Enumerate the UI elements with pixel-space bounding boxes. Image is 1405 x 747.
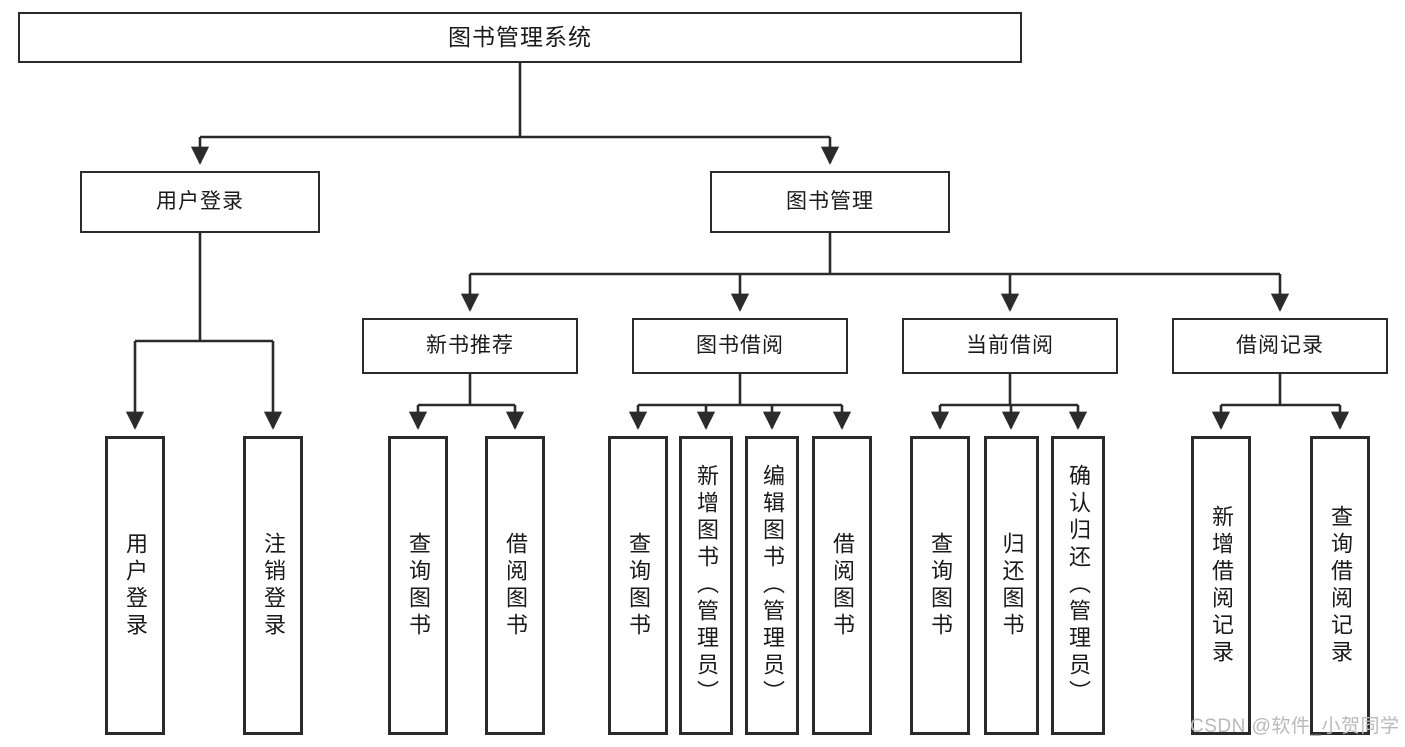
node-leaf-query-book-1[interactable]: 查询图书: [388, 436, 448, 735]
node-leaf-add-record[interactable]: 新增借阅记录: [1191, 436, 1251, 735]
node-borrow-record-label: 借阅记录: [1236, 333, 1324, 357]
node-book-borrow[interactable]: 图书借阅: [632, 318, 848, 374]
node-borrow-record[interactable]: 借阅记录: [1172, 318, 1388, 374]
node-leaf-query-book-2-label: 查询图书: [626, 531, 651, 640]
node-new-book-rec[interactable]: 新书推荐: [362, 318, 578, 374]
node-book-manage[interactable]: 图书管理: [710, 171, 950, 233]
node-leaf-return-book-label: 归还图书: [999, 531, 1025, 640]
node-leaf-borrow-book-1-label: 借阅图书: [503, 531, 528, 640]
node-leaf-add-record-label: 新增借阅记录: [1209, 504, 1234, 667]
node-leaf-logout-label: 注销登录: [261, 531, 286, 640]
node-leaf-add-book-label: 新增图书（管理员）: [694, 464, 719, 707]
node-new-book-rec-label: 新书推荐: [426, 333, 514, 357]
node-user-login[interactable]: 用户登录: [80, 171, 320, 233]
node-current-borrow[interactable]: 当前借阅: [902, 318, 1118, 374]
node-leaf-query-book-2[interactable]: 查询图书: [608, 436, 668, 735]
node-leaf-logout[interactable]: 注销登录: [243, 436, 303, 735]
node-current-borrow-label: 当前借阅: [966, 333, 1054, 357]
node-leaf-user-login-label: 用户登录: [123, 531, 148, 640]
node-book-manage-label: 图书管理: [786, 189, 874, 213]
node-leaf-borrow-book-1[interactable]: 借阅图书: [485, 436, 545, 735]
node-leaf-confirm-return[interactable]: 确认归还（管理员）: [1051, 436, 1105, 735]
node-leaf-query-book-1-label: 查询图书: [406, 531, 431, 640]
node-leaf-query-book-3-label: 查询图书: [928, 531, 953, 640]
node-leaf-return-book[interactable]: 归还图书: [984, 436, 1039, 735]
node-user-login-label: 用户登录: [156, 189, 244, 213]
watermark-text: CSDN @软件_小贺同学: [1190, 716, 1400, 737]
node-leaf-user-login[interactable]: 用户登录: [105, 436, 165, 735]
node-book-borrow-label: 图书借阅: [696, 333, 784, 357]
node-leaf-borrow-book-2-label: 借阅图书: [830, 531, 855, 640]
node-leaf-add-book[interactable]: 新增图书（管理员）: [679, 436, 733, 735]
node-leaf-query-book-3[interactable]: 查询图书: [910, 436, 970, 735]
node-leaf-query-record[interactable]: 查询借阅记录: [1310, 436, 1370, 735]
node-root[interactable]: 图书管理系统: [18, 12, 1022, 63]
node-leaf-edit-book[interactable]: 编辑图书（管理员）: [745, 436, 799, 735]
node-leaf-borrow-book-2[interactable]: 借阅图书: [812, 436, 872, 735]
node-leaf-confirm-return-label: 确认归还（管理员）: [1066, 464, 1091, 707]
node-leaf-edit-book-label: 编辑图书（管理员）: [760, 464, 785, 707]
node-leaf-query-record-label: 查询借阅记录: [1328, 504, 1353, 667]
node-root-label: 图书管理系统: [448, 23, 592, 50]
